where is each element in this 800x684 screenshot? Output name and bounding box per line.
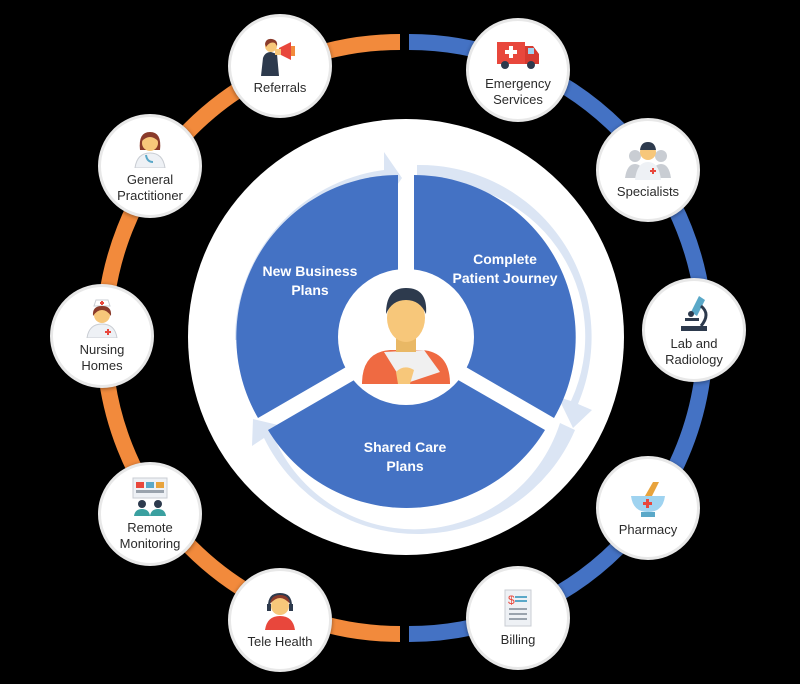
node-label: Emergency Services — [485, 76, 551, 107]
node-label: Referrals — [253, 80, 307, 95]
node-label: Nursing Homes — [79, 342, 125, 373]
node-lab-and-radiology[interactable]: Lab and Radiology — [642, 278, 746, 382]
node-nursing-homes[interactable]: Nursing Homes — [50, 284, 154, 388]
female-doctor-icon — [134, 132, 166, 168]
node-pharmacy[interactable]: Pharmacy — [596, 456, 700, 560]
microscope-icon — [681, 296, 708, 331]
node-billing[interactable]: $ Billing — [466, 566, 570, 670]
node-label: General Practitioner — [117, 172, 183, 203]
nurse-icon — [86, 299, 118, 338]
node-specialists[interactable]: Specialists — [596, 118, 700, 222]
invoice-icon: $ — [504, 589, 532, 627]
node-referrals[interactable]: Referrals — [228, 14, 332, 118]
headset-agent-icon — [265, 592, 295, 630]
megaphone-person-icon — [261, 38, 295, 76]
node-emergency-services[interactable]: Emergency Services — [466, 18, 570, 122]
node-label: Remote Monitoring — [119, 520, 181, 551]
node-label: Pharmacy — [618, 522, 678, 537]
patient-icon — [362, 288, 450, 384]
dashboard-users-icon — [132, 477, 168, 516]
segment-label-new-business-plans: New Business Plans — [262, 263, 358, 298]
node-remote-monitoring[interactable]: Remote Monitoring — [98, 462, 202, 566]
node-label: Billing — [500, 632, 536, 647]
node-tele-health[interactable]: Tele Health — [228, 568, 332, 672]
mortar-pestle-icon — [631, 482, 665, 517]
ambulance-icon — [497, 42, 539, 69]
node-general-practitioner[interactable]: General Practitioner — [98, 114, 202, 218]
segment-shared-care-plans — [268, 350, 545, 508]
doctor-team-icon — [625, 142, 671, 180]
node-label: Lab and Radiology — [665, 336, 723, 367]
node-label: Specialists — [616, 184, 680, 199]
svg-text:$: $ — [508, 593, 515, 607]
segment-label-shared-care-plans: Shared Care Plans — [363, 439, 447, 474]
segment-label-complete-patient-journey: Complete Patient Journey — [452, 251, 558, 286]
node-label: Tele Health — [247, 634, 313, 649]
